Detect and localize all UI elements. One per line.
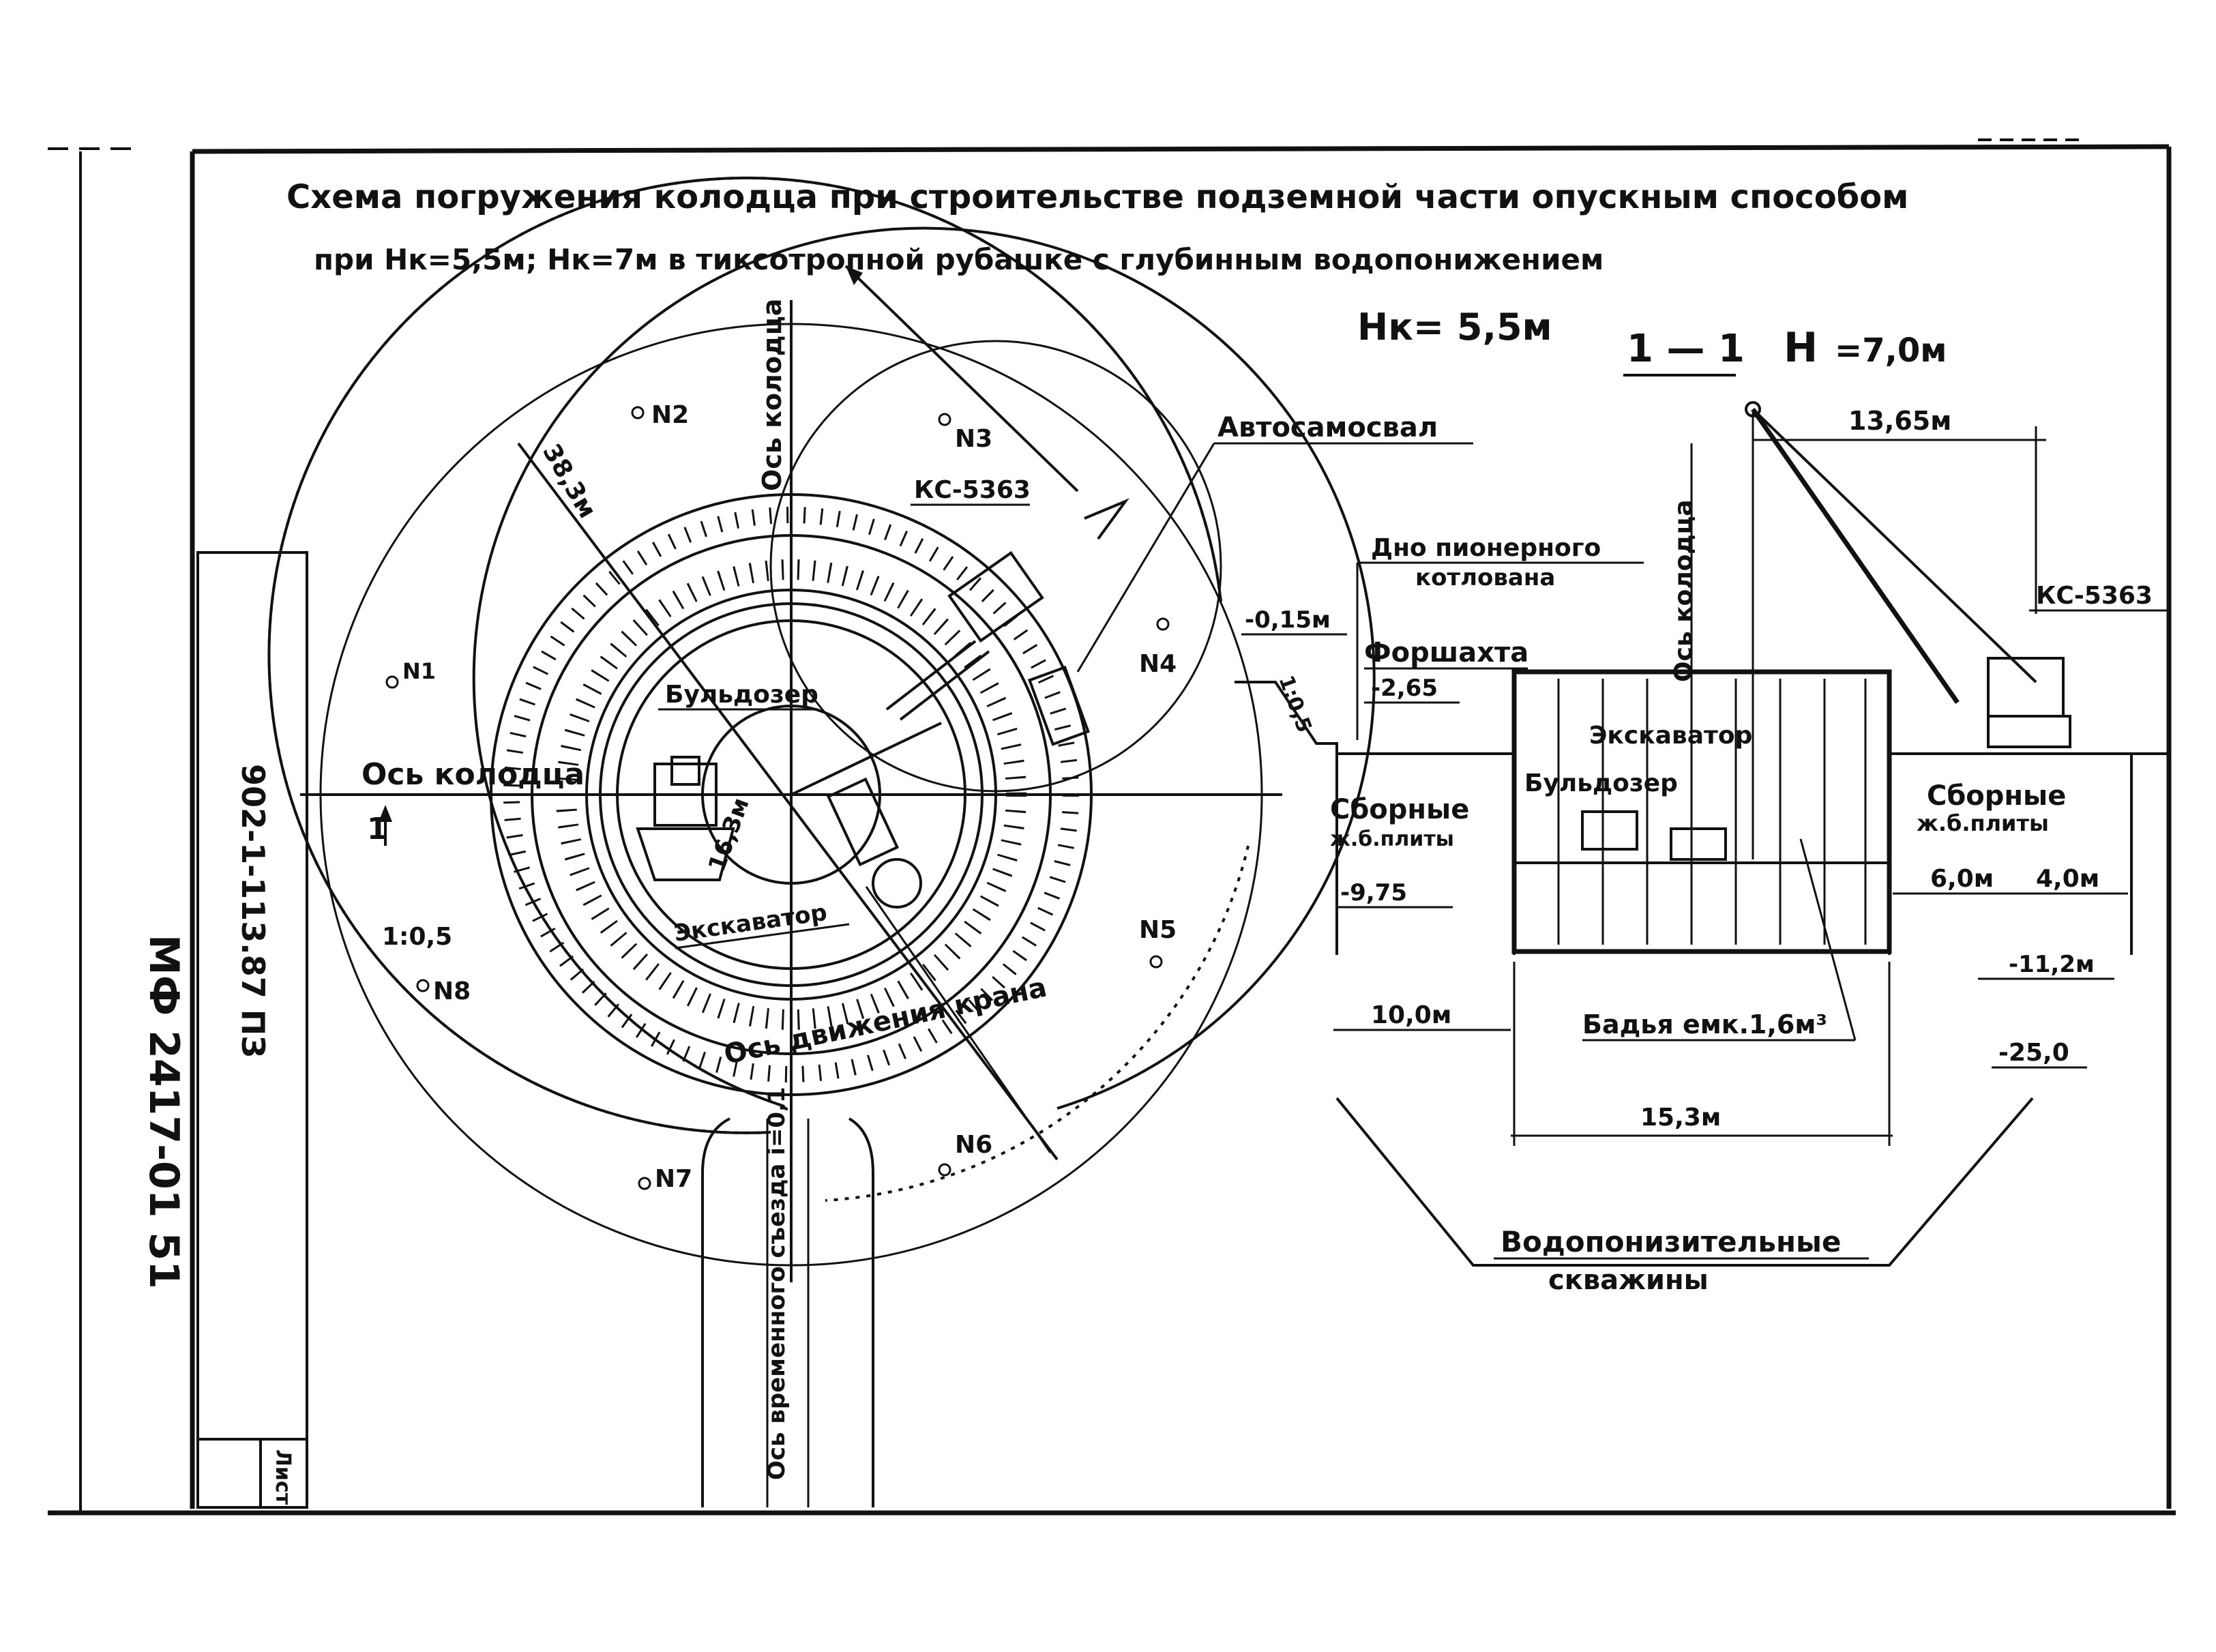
dim-10: 10,0м: [1371, 1001, 1451, 1029]
plan-bulldozer-label: Бульдозер: [665, 681, 818, 709]
dim-153: 15,3м: [1640, 1104, 1721, 1132]
section-view: Дно пионерного котлована -0,15м Форшахта…: [1235, 401, 2169, 1296]
well-n1: N1: [402, 658, 436, 684]
slabs-right-2: ж.б.плиты: [1917, 810, 2049, 836]
doc-code: 902-1-113.87 ПЗ: [235, 764, 271, 1058]
side-stamp: 902-1-113.87 ПЗ МФ 2417-01 51 Лист: [140, 551, 308, 1509]
section-crane-label: КС-5363: [2036, 582, 2153, 610]
elev-minus250: -25,0: [1998, 1039, 2069, 1067]
crane-reach-dim: 13,65м: [1848, 406, 1951, 436]
well-n5: N5: [1139, 916, 1177, 944]
slabs-right-1: Сборные: [1927, 780, 2066, 812]
slope-label: 1:0,5: [382, 923, 452, 951]
elev-minus112: -11,2м: [2009, 951, 2095, 978]
dim-4: 4,0м: [2036, 865, 2099, 893]
section-header: 1 — 1: [1627, 327, 1745, 371]
wells: N1 N2 N3 N4 N5 N6 N7 N8: [385, 401, 1177, 1193]
well-n3: N3: [955, 425, 992, 453]
well-n4: N4: [1139, 650, 1177, 678]
elev-minus975: -9,75: [1340, 879, 1407, 906]
plan-excavator-label: Экскаватор: [673, 899, 829, 947]
plan-crane: КС-5363: [844, 265, 1090, 746]
plan-view: Ось временного съезда i=0,1 Ось колодца …: [267, 176, 1473, 1507]
section-slope: 1:0,5: [1273, 673, 1316, 736]
h-letter: Н: [1784, 324, 1818, 372]
drawing-title: Схема погружения колодца при строительст…: [286, 178, 1947, 377]
slabs-left-1: Сборные: [1330, 794, 1469, 825]
dump-truck-label: Автосамосвал: [1217, 412, 1438, 443]
elev-minus015: -0,15м: [1245, 606, 1331, 634]
slabs-left-2: ж.б.плиты: [1330, 827, 1454, 851]
hk-header: Нк= 5,5м: [1357, 306, 1552, 349]
well-n7: N7: [655, 1165, 692, 1193]
bucket-label: Бадья емк.1,6м³: [1582, 1009, 1827, 1039]
dewatering-line-1: Водопонизительные: [1501, 1225, 1841, 1258]
well-n8: N8: [433, 977, 471, 1005]
shaft-hatching: [1557, 679, 1867, 945]
section-bulldozer: Бульдозер: [1524, 769, 1678, 797]
section-well-axis: Ось колодца: [1670, 499, 1698, 682]
sheet-frame: [48, 138, 2176, 1516]
h-value: =7,0м: [1835, 331, 1947, 370]
well-n6: N6: [955, 1131, 992, 1159]
ramp-axis-label: Ось временного съезда i=0,1: [763, 1087, 791, 1480]
section-excavator: Экскаватор: [1589, 722, 1752, 750]
title-line-1: Схема погружения колодца при строительст…: [286, 178, 1908, 216]
pit-bottom-line-2: котлована: [1415, 564, 1555, 591]
forshakhta-label: Форшахта: [1364, 637, 1528, 668]
section-crane: КС-5363 13,65м: [1745, 401, 2169, 859]
title-line-2: при Нк=5,5м; Нк=7м в тиксотропной рубашк…: [314, 243, 1604, 276]
sheet-label: Лист: [271, 1449, 295, 1505]
dim-6: 6,0м: [1930, 865, 1994, 893]
archive-code: МФ 2417-01 51: [140, 934, 188, 1289]
elev-minus265: -2,65: [1371, 675, 1438, 702]
well-axis-horizontal: Ось колодца: [361, 757, 585, 792]
pit-bottom-line-1: Дно пионерного: [1371, 534, 1601, 562]
dewatering-line-2: скважины: [1548, 1265, 1709, 1296]
well-n2: N2: [651, 401, 689, 429]
well-axis-vertical: Ось колодца: [757, 299, 787, 491]
plan-crane-label: КС-5363: [914, 476, 1031, 504]
